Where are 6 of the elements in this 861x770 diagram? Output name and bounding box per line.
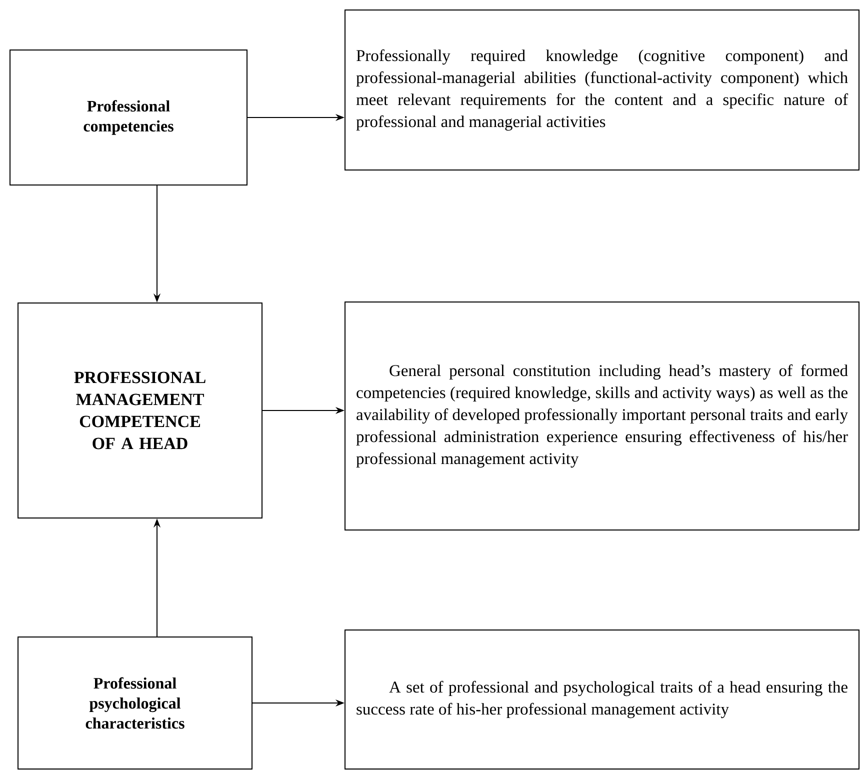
description-box: General personal constitution including head’s mastery of formed competencies (required knowledge, skills and activity ways) as well as the availability of developed professionally important personal traits and early professional administration experience ensuring effectiveness of his/her professional management activity [344,302,860,530]
heading-box: Professional competencies [10,50,248,186]
heading-box: Professional psychological characteristics [18,636,252,770]
description-box: A set of professional and psychological traits of a head ensuring the success rate of his-her professional management activity [344,630,860,770]
description-box: Professionally required knowledge (cognitive component) and professional-managerial abilities (functional-activity component) which meet relevant requirements for the content and a specific nature of professional and managerial activities [344,10,860,170]
concept-box: PROFESSIONAL MANAGEMENT COMPETENCE OF A HEAD [18,302,262,518]
